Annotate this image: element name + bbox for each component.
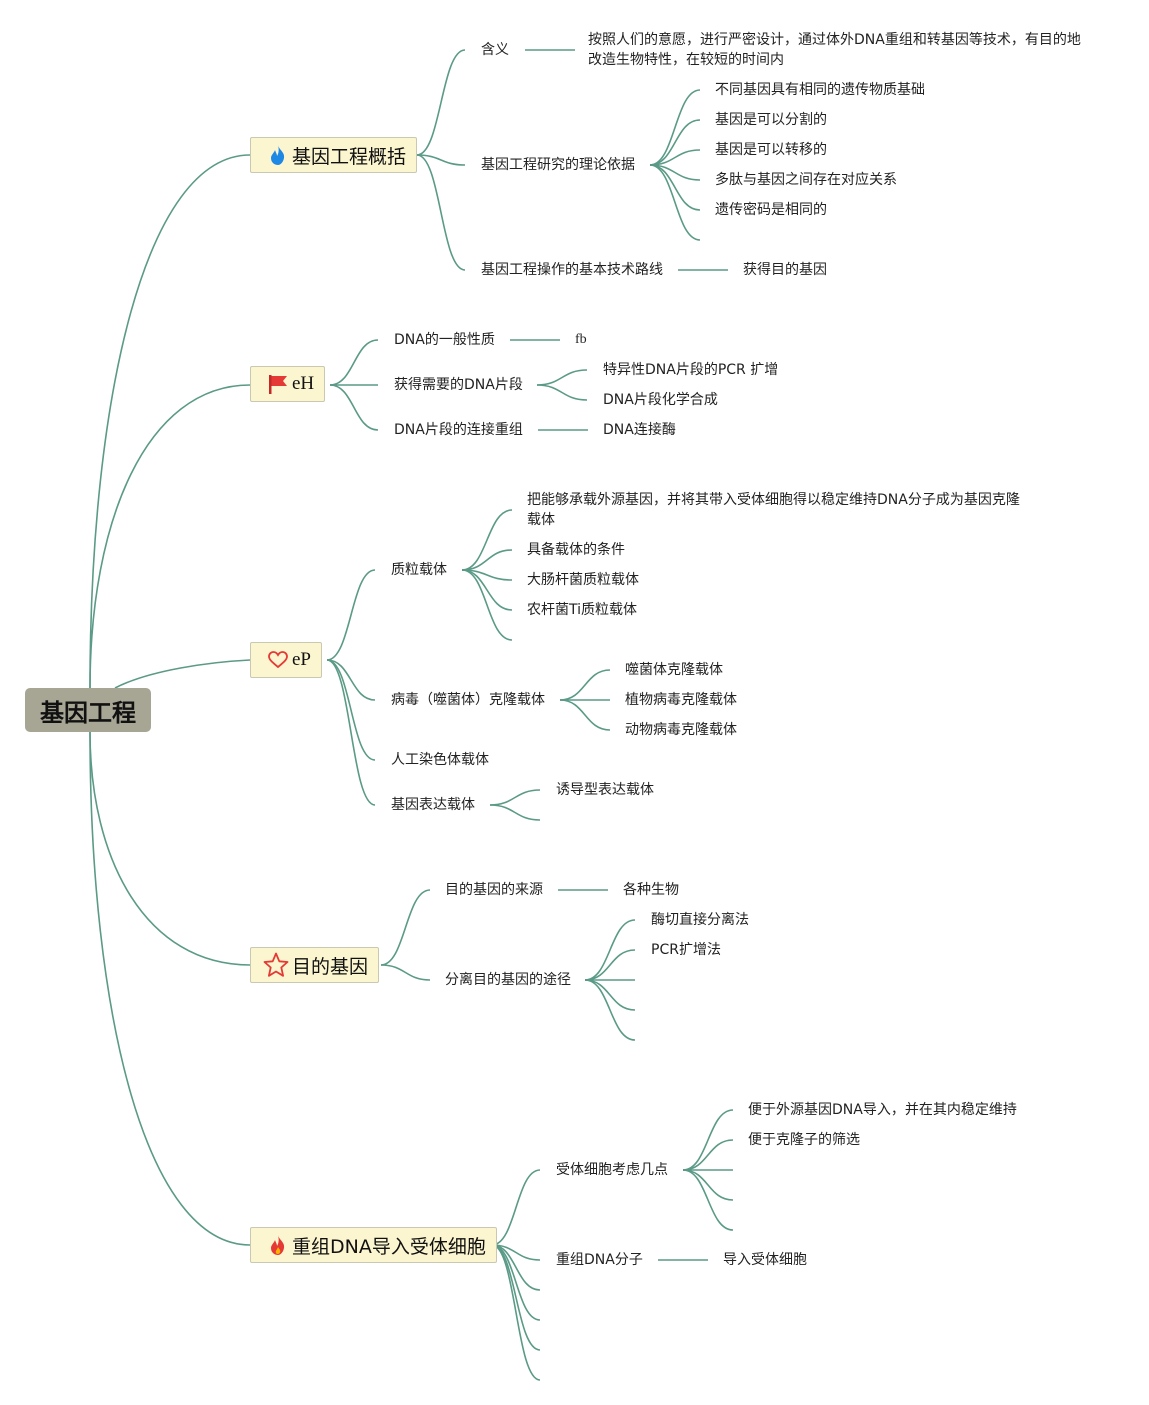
branch-label: 目的基因 [292, 955, 369, 978]
leaf-item[interactable]: 把能够承载外源基因，并将其带入受体细胞得以稳定维持DNA分子成为基因克隆载体 [527, 492, 1020, 528]
leaf-item[interactable]: 不同基因具有相同的遗传物质基础 [715, 82, 925, 98]
connector [536, 369, 588, 386]
connector-root [89, 384, 251, 689]
leaf-item[interactable]: 诱导型表达载体 [556, 782, 654, 798]
subtopic-obtain-dna[interactable]: 获得需要的DNA片段 [394, 377, 523, 393]
subtopic-tech-route[interactable]: 基因工程操作的基本技术路线 [481, 262, 663, 278]
leaf-item[interactable]: 便于外源基因DNA导入，并在其内稳定维持 [748, 1102, 1017, 1118]
connector-root [89, 731, 251, 1246]
subtopic-virus-vector[interactable]: 病毒（噬菌体）克隆载体 [391, 692, 545, 708]
connector [682, 1139, 734, 1171]
connector [584, 979, 636, 1011]
leaf-definition-text[interactable]: 按照人们的意愿，进行严密设计，通过体外DNA重组和转基因等技术，有目的地改造生物… [588, 32, 1081, 68]
subtopic-definition[interactable]: 含义 [481, 42, 509, 58]
subtopic-expression-vector[interactable]: 基因表达载体 [391, 797, 475, 813]
leaf-item[interactable]: 导入受体细胞 [723, 1252, 807, 1268]
connector [380, 889, 431, 966]
connector [649, 89, 701, 166]
leaf-item[interactable]: 基因是可以分割的 [715, 112, 827, 128]
leaf-item[interactable]: 动物病毒克隆载体 [625, 722, 737, 738]
subtopic-dna-ligation[interactable]: DNA片段的连接重组 [394, 422, 523, 438]
connector [489, 789, 541, 806]
connector [416, 154, 466, 271]
connector [380, 964, 431, 981]
connector-root [89, 731, 251, 966]
subtopic-recombinant-dna[interactable]: 重组DNA分子 [556, 1252, 643, 1268]
connector [416, 154, 466, 166]
fire-red-icon [267, 1234, 289, 1256]
leaf-item[interactable]: 获得目的基因 [743, 262, 827, 278]
connector [536, 384, 588, 401]
connector [491, 1244, 541, 1351]
connector [461, 509, 513, 571]
connector [489, 804, 541, 821]
leaf-item[interactable]: 便于克隆子的筛选 [748, 1132, 860, 1148]
leaf-item[interactable]: 特异性DNA片段的PCR 扩增 [603, 362, 779, 378]
leaf-item[interactable]: 大肠杆菌质粒载体 [527, 572, 639, 588]
connector [461, 549, 513, 571]
branch-target-gene[interactable]: 目的基因 [250, 947, 380, 983]
leaf-item[interactable]: 具备载体的条件 [527, 542, 625, 558]
branch-eh[interactable]: eH [250, 366, 326, 402]
connector [326, 659, 376, 806]
branch-overview[interactable]: 基因工程概括 [250, 137, 418, 173]
red-flag-icon [267, 373, 289, 395]
connector [326, 659, 376, 761]
connector [491, 1244, 541, 1381]
branch-label: 重组DNA导入受体细胞 [292, 1235, 486, 1258]
root-topic[interactable]: 基因工程 [25, 688, 151, 732]
connector [491, 1169, 541, 1246]
branch-label: 基因工程概括 [292, 145, 407, 168]
connector [682, 1169, 734, 1231]
connector [326, 659, 376, 701]
connector [329, 339, 379, 386]
leaf-item[interactable]: DNA连接酶 [603, 422, 676, 438]
subtopic-artificial-chromosome[interactable]: 人工染色体载体 [391, 752, 489, 768]
subtopic-isolation-methods[interactable]: 分离目的基因的途径 [445, 972, 571, 988]
connector [416, 49, 466, 156]
connector [559, 669, 611, 701]
connector [584, 919, 636, 981]
leaf-item[interactable]: 植物病毒克隆载体 [625, 692, 737, 708]
leaf-item[interactable]: 多肽与基因之间存在对应关系 [715, 172, 897, 188]
connector [584, 949, 636, 981]
connector [649, 164, 701, 241]
connector [682, 1169, 734, 1201]
leaf-item[interactable]: 基因是可以转移的 [715, 142, 827, 158]
connector-root [89, 154, 251, 689]
leaf-item[interactable]: 农杆菌Ti质粒载体 [527, 602, 638, 618]
connector [326, 569, 376, 661]
fire-blue-icon [267, 144, 289, 166]
connector-root [114, 659, 251, 689]
heart-icon [267, 649, 289, 671]
branch-label: eH [292, 373, 315, 394]
leaf-item[interactable]: 酶切直接分离法 [651, 912, 749, 928]
subtopic-plasmid-vector[interactable]: 质粒载体 [391, 562, 447, 578]
leaf-item[interactable]: 遗传密码是相同的 [715, 202, 827, 218]
leaf-item[interactable]: 噬菌体克隆载体 [625, 662, 723, 678]
leaf-item[interactable]: PCR扩增法 [651, 942, 721, 958]
connector [559, 699, 611, 731]
star-icon [263, 952, 289, 978]
subtopic-host-cell[interactable]: 受体细胞考虑几点 [556, 1162, 668, 1178]
leaf-item[interactable]: fb [575, 332, 587, 347]
connector [329, 384, 379, 431]
subtopic-theory-basis[interactable]: 基因工程研究的理论依据 [481, 157, 635, 173]
subtopic-gene-source[interactable]: 目的基因的来源 [445, 882, 543, 898]
leaf-item[interactable]: DNA片段化学合成 [603, 392, 718, 408]
connector [649, 119, 701, 166]
subtopic-dna-properties[interactable]: DNA的一般性质 [394, 332, 495, 348]
connector [682, 1109, 734, 1171]
connector [461, 569, 513, 641]
branch-ep[interactable]: eP [250, 642, 322, 678]
branch-recombinant-dna[interactable]: 重组DNA导入受体细胞 [250, 1227, 497, 1263]
connector [584, 979, 636, 1041]
leaf-item[interactable]: 各种生物 [623, 882, 679, 898]
branch-label: eP [292, 649, 311, 670]
